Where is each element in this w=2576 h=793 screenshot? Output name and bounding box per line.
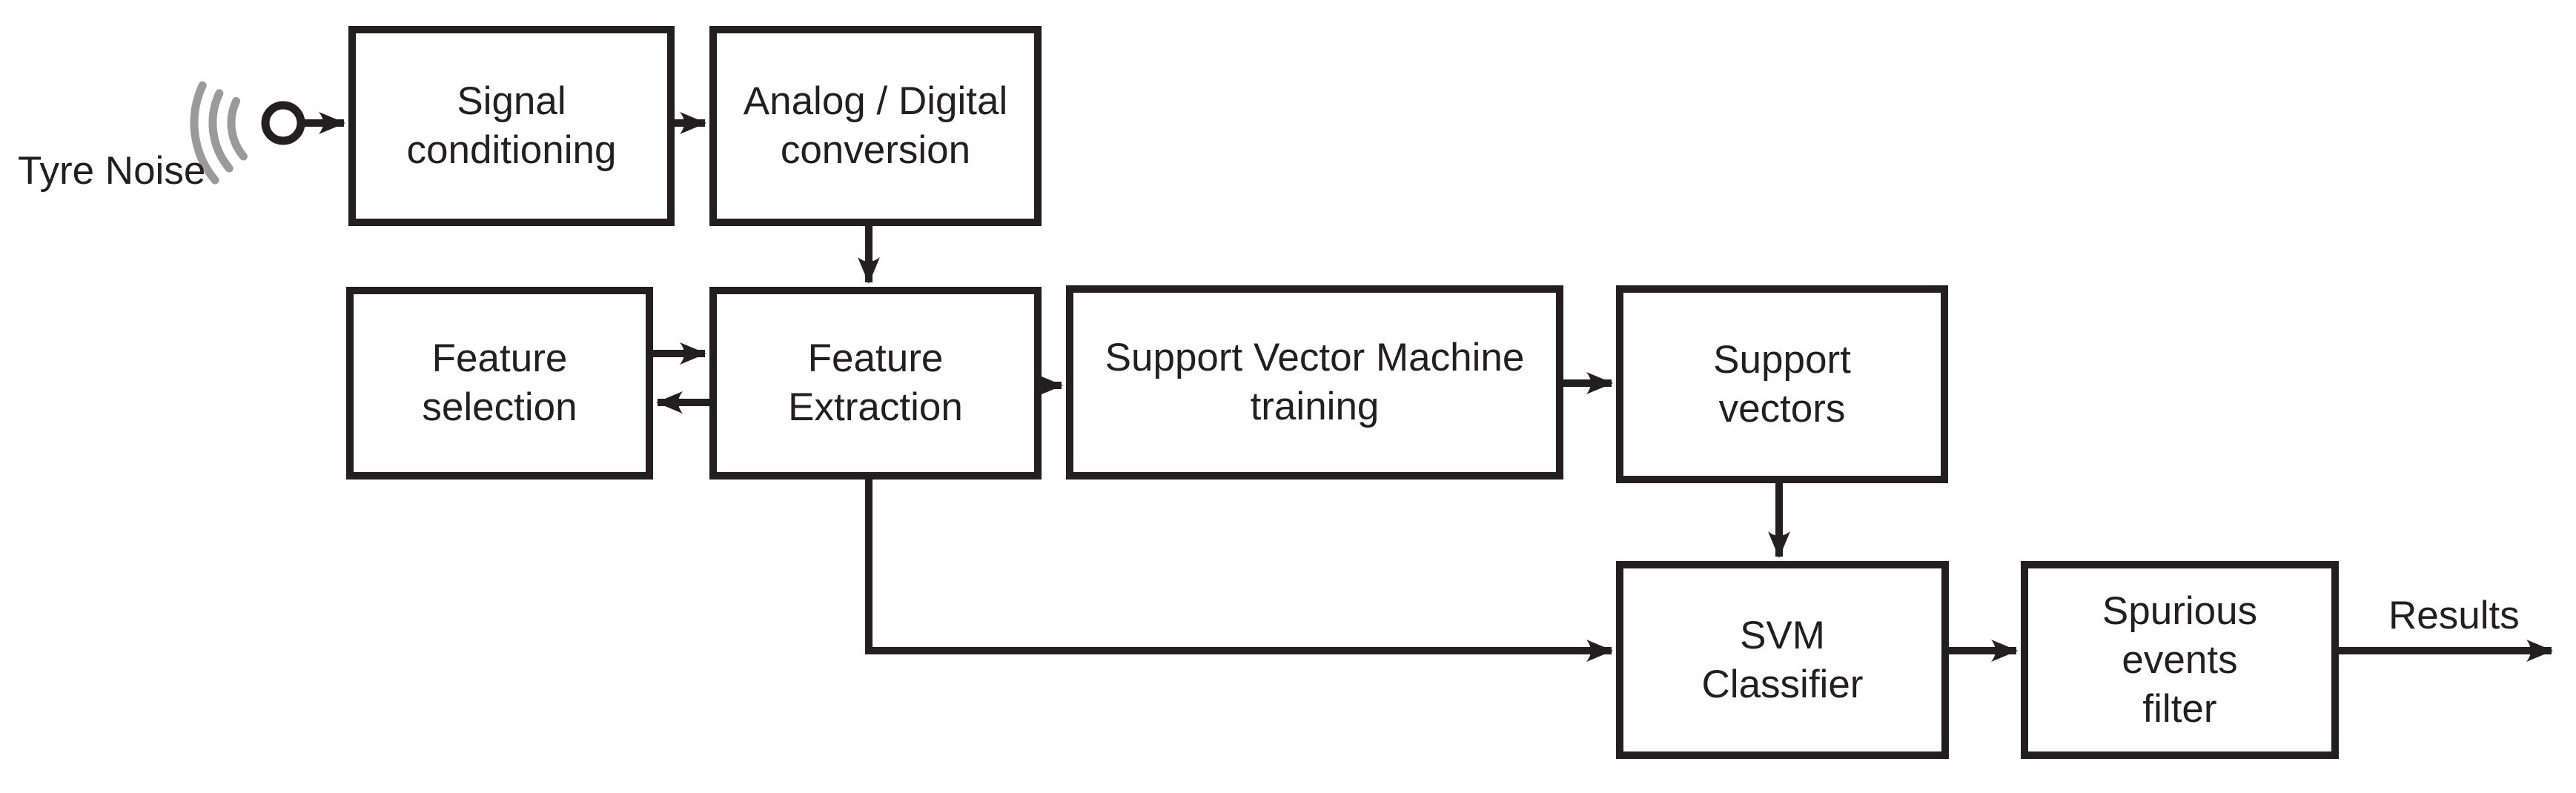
node-feature-extraction: Feature Extraction [709,287,1042,480]
node-support-vectors: Support vectors [1616,285,1948,483]
microphone-icon [261,101,305,145]
node-feature-selection: Feature selection [346,287,653,480]
source-label: Tyre Noise [18,149,206,193]
node-signal-conditioning: Signal conditioning [348,26,675,226]
node-spurious-events-filter: Spurious events filter [2021,561,2339,759]
node-svm-classifier: SVM Classifier [1616,561,1949,759]
node-svm-training: Support Vector Machine training [1066,285,1563,480]
result-label: Results [2388,594,2520,637]
edge-feature-extraction-to-svm-classifier [865,478,1613,662]
node-adc: Analog / Digital conversion [709,26,1042,226]
sound-waves-icon [190,81,248,185]
